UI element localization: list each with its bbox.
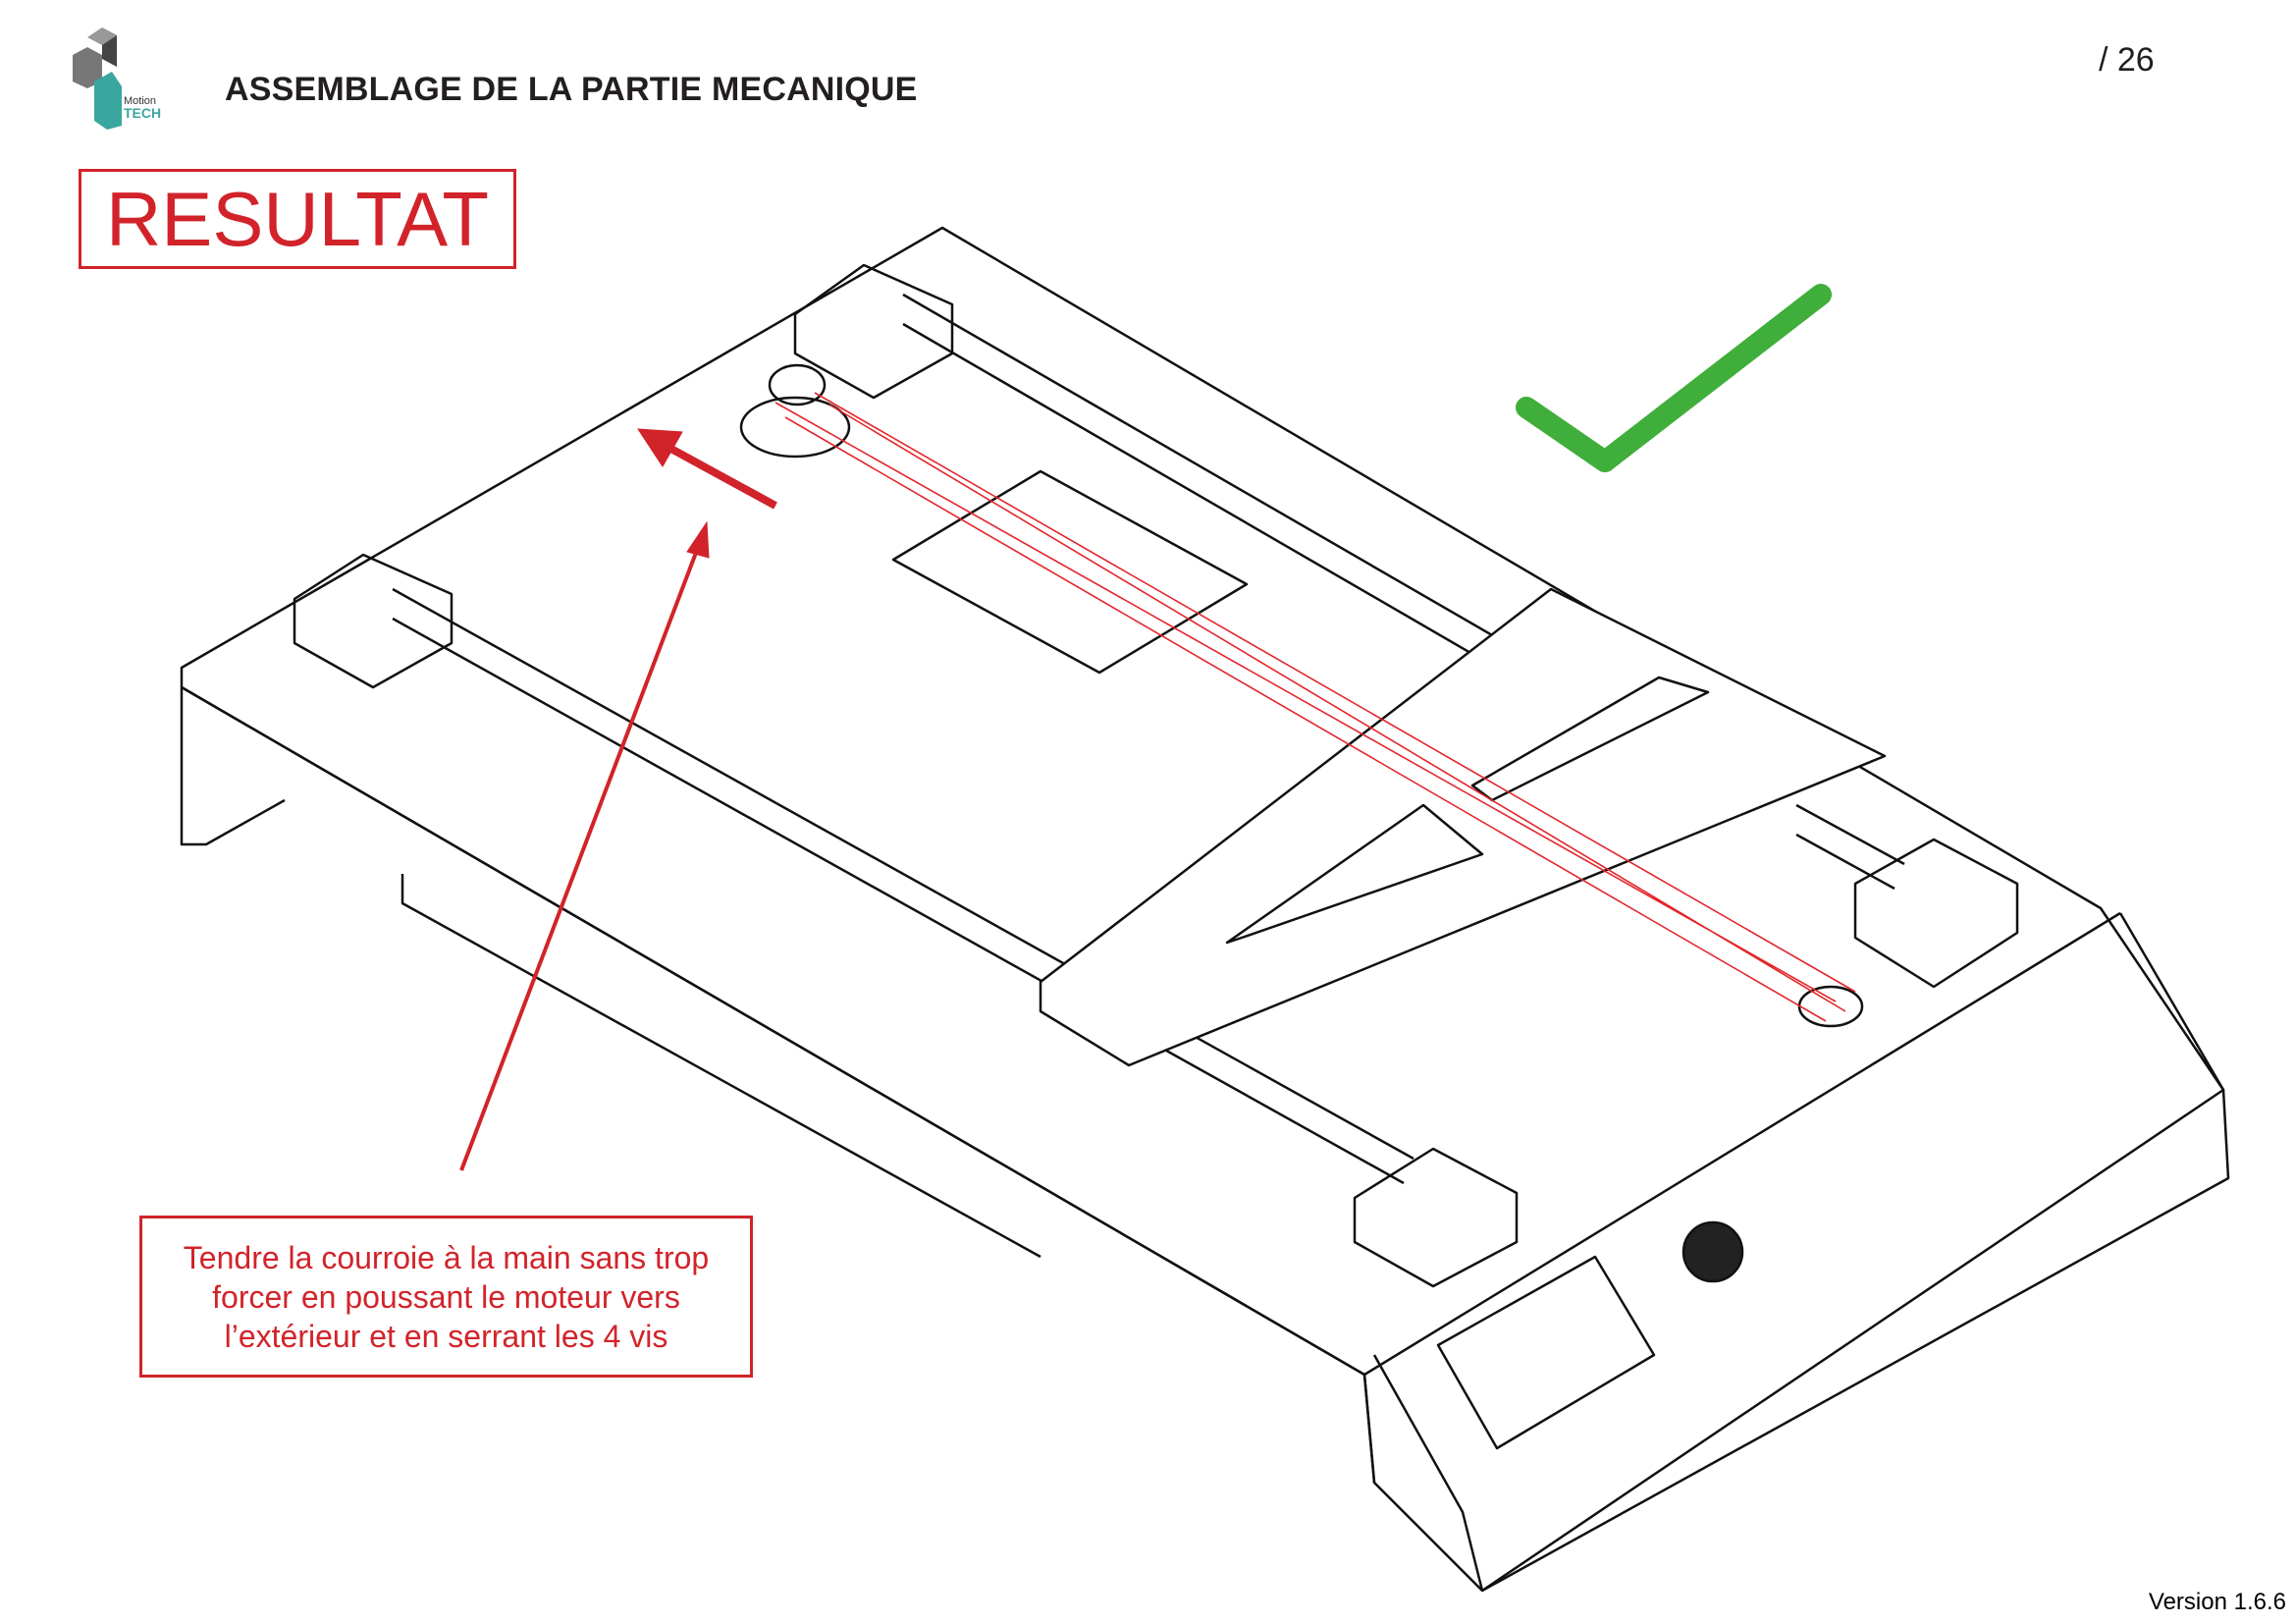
note-line: l’extérieur et en serrant les 4 vis [224, 1318, 668, 1354]
push-direction-arrow [637, 428, 777, 510]
note-line: forcer en poussant le moteur vers [212, 1278, 680, 1315]
carriage-plate [1039, 587, 1887, 1067]
pointer-arrow [459, 520, 710, 1171]
lcd-screen [1436, 1255, 1656, 1450]
svg-text:TECH: TECH [124, 105, 161, 121]
control-knob [1682, 1220, 1744, 1283]
result-label-box: RESULTAT [79, 169, 516, 269]
svg-text:Motion: Motion [124, 95, 156, 107]
note-line: Tendre la courroie à la main sans trop [183, 1239, 710, 1275]
result-label: RESULTAT [105, 175, 490, 262]
page-title: ASSEMBLAGE DE LA PARTIE MECANIQUE [225, 71, 918, 108]
motion-tech-logo: Motion TECH [73, 27, 161, 130]
instruction-note: Tendre la courroie à la main sans trop f… [139, 1216, 753, 1378]
version-label: Version 1.6.6 [2148, 1589, 2286, 1615]
page-number: / 26 [2099, 41, 2155, 79]
check-icon [1516, 284, 1832, 472]
